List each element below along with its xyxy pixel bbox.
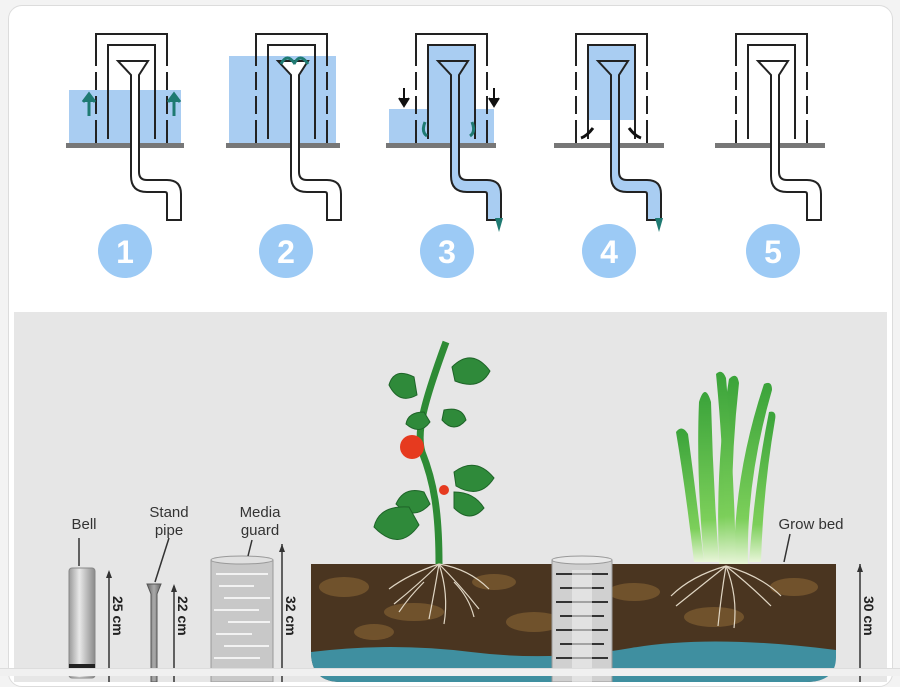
grow-bed-height-label: 30 cm	[861, 596, 877, 636]
grow-bed-height-arrow	[857, 564, 863, 682]
step-number-2: 2	[277, 234, 295, 270]
spring-onion-plant	[670, 371, 782, 629]
bell-label: Bell	[71, 516, 97, 533]
step-badge-4: 4	[582, 224, 636, 278]
media-guard-label-line1: Media	[239, 504, 281, 521]
step-2-illustration	[226, 33, 342, 221]
step-badge-5: 5	[746, 224, 800, 278]
step-number-5: 5	[764, 234, 782, 270]
standpipe-component	[146, 537, 177, 683]
grow-bed-panel: Bell Stand pipe Media guard Grow bed 25 …	[14, 312, 887, 683]
grow-bed-pointer	[783, 533, 791, 563]
standpipe-label-line1: Stand	[149, 504, 189, 521]
step-1-illustration	[66, 33, 184, 221]
viewport-bottom-edge	[0, 668, 900, 676]
siphon-steps: 1 2 3 4 5	[66, 33, 825, 278]
media-guard-label: Media guard	[232, 504, 288, 540]
standpipe-height-label: 22 cm	[175, 596, 191, 636]
grow-bed-label: Grow bed	[778, 516, 844, 533]
media-guard-height-label: 32 cm	[283, 596, 299, 636]
step-number-4: 4	[600, 234, 618, 270]
standpipe-label-line2: pipe	[154, 522, 184, 539]
step-badge-1: 1	[98, 224, 152, 278]
grow-bed	[311, 555, 836, 683]
tomato-plant	[373, 340, 495, 625]
step-number-3: 3	[438, 234, 456, 270]
step-4-illustration	[554, 33, 664, 232]
step-badge-3: 3	[420, 224, 474, 278]
diagram-card: 1 2 3 4 5	[8, 5, 893, 687]
step-number-1: 1	[116, 234, 134, 270]
standpipe-label: Stand pipe	[144, 504, 194, 540]
grow-bed-illustration	[68, 340, 863, 683]
bell-component	[68, 538, 112, 682]
bell-height-label: 25 cm	[110, 596, 126, 636]
media-guard-component	[210, 539, 285, 683]
media-guard-label-line2: guard	[240, 522, 280, 539]
step-5-illustration	[715, 33, 825, 221]
step-badge-2: 2	[259, 224, 313, 278]
step-3-illustration	[386, 33, 503, 232]
